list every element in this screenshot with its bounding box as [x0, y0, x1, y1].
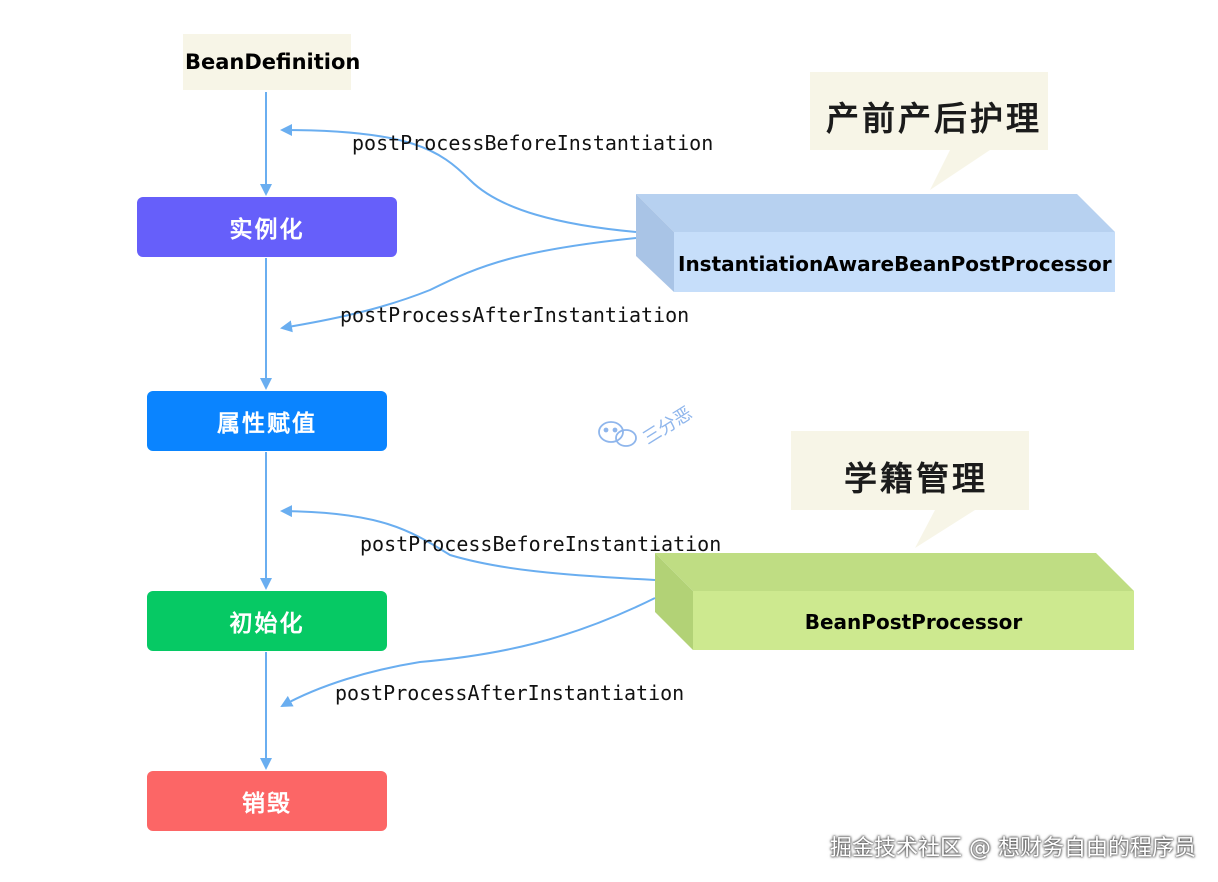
- instantiation-node: 实例化: [137, 197, 397, 257]
- edge-label-inst-after: postProcessAfterInstantiation: [340, 303, 690, 327]
- arrow-inst-before: [280, 124, 637, 233]
- arrow-init-before: [280, 505, 656, 581]
- bean-post-processor-box: [655, 553, 1134, 650]
- footer-credit: 掘金技术社区 @ 想财务自由的程序员: [830, 836, 1196, 861]
- callout-top-bubble: [810, 72, 1048, 190]
- wechat-icon: [598, 421, 637, 447]
- edge-label-init-before: postProcessBeforeInstantiation: [360, 532, 722, 556]
- destruction-node: 销毁: [147, 771, 387, 831]
- callout-bottom-text: 学籍管理: [844, 459, 988, 498]
- instantiation-aware-processor-label: InstantiationAwareBeanPostProcessor: [678, 252, 1112, 276]
- population-node: 属性赋值: [147, 391, 387, 451]
- callout-top-text: 产前产后护理: [826, 99, 1042, 138]
- edge-label-init-after: postProcessAfterInstantiation: [335, 681, 685, 705]
- callout-bottom-bubble: [791, 431, 1029, 548]
- bean-post-processor-label: BeanPostProcessor: [804, 610, 1023, 634]
- bean-definition-node: BeanDefinition: [183, 34, 360, 90]
- instantiation-aware-processor-box: [636, 194, 1115, 292]
- edge-label-inst-before: postProcessBeforeInstantiation: [352, 131, 714, 155]
- initialization-node: 初始化: [147, 591, 387, 651]
- arrow-inst-after: [280, 237, 637, 333]
- arrow-init-after: [280, 597, 656, 707]
